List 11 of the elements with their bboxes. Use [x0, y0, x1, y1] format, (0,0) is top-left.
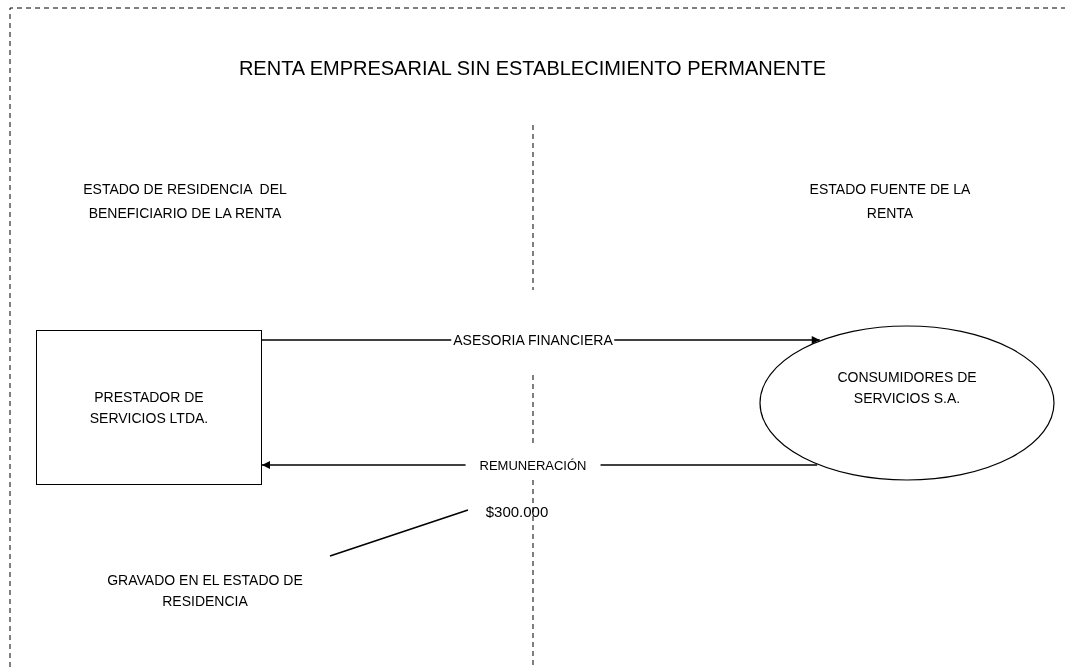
- region-heading: ESTADO DE RESIDENCIA DEL BENEFICIARIO DE LA RENTA: [82, 180, 288, 223]
- annotation-text: $300.000: [485, 501, 549, 522]
- edge-label: ASESORIA FINANCIERA: [451, 332, 615, 348]
- annotation-text: GRAVADO EN EL ESTADO DE RESIDENCIA: [106, 571, 304, 611]
- node-text: PRESTADOR DE SERVICIOS LTDA.: [88, 387, 210, 428]
- process-box: [36, 330, 262, 485]
- edge-label: REMUNERACIÓN: [465, 457, 601, 473]
- node-text: CONSUMIDORES DE SERVICIOS S.A.: [836, 368, 978, 408]
- leader-line: [329, 509, 469, 557]
- region-heading: ESTADO FUENTE DE LA RENTA: [808, 180, 972, 223]
- diagram-title: RENTA EMPRESARIAL SIN ESTABLECIMIENTO PERMANENTE: [237, 56, 828, 80]
